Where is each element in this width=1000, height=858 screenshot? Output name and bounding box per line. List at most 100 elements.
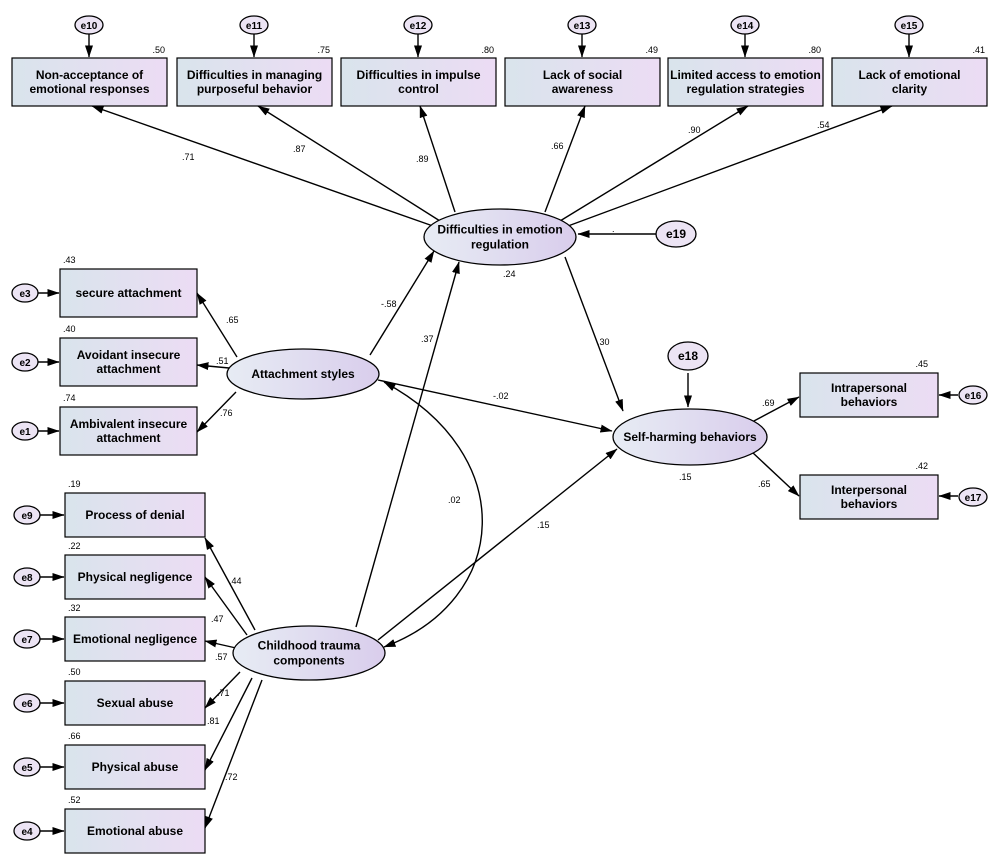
path-att-to-der [369,250,435,356]
r2-e17: .42 [915,461,928,471]
loading-e12: .89 [416,154,429,164]
r2-e16: .45 [915,359,928,369]
path-shb-e16 [751,396,800,423]
path-att-to-shb [377,379,613,433]
indicator-physical-negligence-rect [64,554,206,600]
latent-emotion-regulation-shape [423,208,577,266]
error-e14-label: e14 [737,21,754,32]
loading-e4: .72 [225,772,238,782]
path-der-e14 [559,105,749,222]
error-e16: e16 [958,385,988,405]
path-att-e3 [196,292,238,358]
indicator-sexual-abuse-rect [64,680,206,726]
error-e12-shape [403,15,433,35]
loading-e11: .87 [293,144,306,154]
error-e16-label: e16 [965,391,982,402]
indicator-process-of-denial-rect [64,492,206,538]
error-e1-shape [11,421,39,441]
error-e11: e11 [239,15,269,35]
error-e9-label: e9 [21,511,33,522]
error-e10-label: e10 [81,21,98,32]
error-e3-label: e3 [19,289,31,300]
path-shb-e17 [751,451,800,497]
r2-emotion-regulation: .24 [503,269,516,279]
error-e2-label: e2 [19,358,31,369]
coef-att-to-der: -.58 [381,299,397,309]
error-e19-shape [655,220,697,248]
error-e2: e2 [11,352,39,372]
error-e17-label: e17 [965,493,982,504]
error-e3: e3 [11,283,39,303]
r2-e9: .19 [68,479,81,489]
r2-e4: .52 [68,795,81,805]
indicator-physical-abuse: Physical abuse [64,744,206,790]
loading-e16: .69 [762,398,775,408]
error-e15-label: e15 [901,21,918,32]
error-e17-shape [958,487,988,507]
indicator-physical-abuse-label: Physical abuse [92,760,179,774]
latent-attachment-styles-label: Attachment styles [251,367,355,381]
path-der-e15 [567,105,893,227]
indicator-emotional-clarity-rect [831,57,988,107]
indicator-process-of-denial-label: Process of denial [85,508,184,522]
path-ctc-e4 [204,679,263,829]
path-ctc-e6 [204,671,241,709]
error-e9: e9 [13,505,41,525]
error-e4: e4 [13,821,41,841]
error-e7-shape [13,629,41,649]
r2-e13: .49 [645,45,658,55]
path-att-e1 [196,391,237,433]
indicator-social-awareness-rect [504,57,661,107]
r2-e7: .32 [68,603,81,613]
indicator-emotional-abuse-label: Emotional abuse [87,824,183,838]
error-e13-shape [567,15,597,35]
coef-der-to-shb: .30 [597,337,610,347]
error-e1: e1 [11,421,39,441]
indicator-emotional-abuse-rect [64,808,206,854]
path-der-e13 [544,105,586,213]
error-e13: e13 [567,15,597,35]
error-e12: e12 [403,15,433,35]
error-e11-label: e11 [246,21,263,32]
error-e18-shape [667,341,709,371]
r2-e8: .22 [68,541,81,551]
loading-e6: .71 [217,688,230,698]
loading-e9: .44 [229,576,242,586]
path-der-e12 [419,105,456,213]
error-e19: e19 [655,220,697,248]
indicator-secure-attachment: secure attachment [59,268,198,318]
indicator-emotional-abuse: Emotional abuse [64,808,206,854]
error-e6: e6 [13,693,41,713]
error-e6-shape [13,693,41,713]
coef-ctc-to-der: .37 [421,334,434,344]
indicator-non-acceptance-rect [11,57,168,107]
r2-e6: .50 [68,667,81,677]
indicator-secure-attachment-label: secure attachment [75,286,181,300]
error-e8: e8 [13,567,41,587]
loading-e8: .47 [211,614,224,624]
loading-e3: .65 [226,315,239,325]
path-der-e11 [257,105,441,222]
loading-e13: .66 [551,141,564,151]
loading-e7: .57 [215,652,228,662]
indicator-process-of-denial: Process of denial [64,492,206,538]
loading-e1: .76 [220,408,233,418]
path-ctc-e7 [204,639,237,649]
